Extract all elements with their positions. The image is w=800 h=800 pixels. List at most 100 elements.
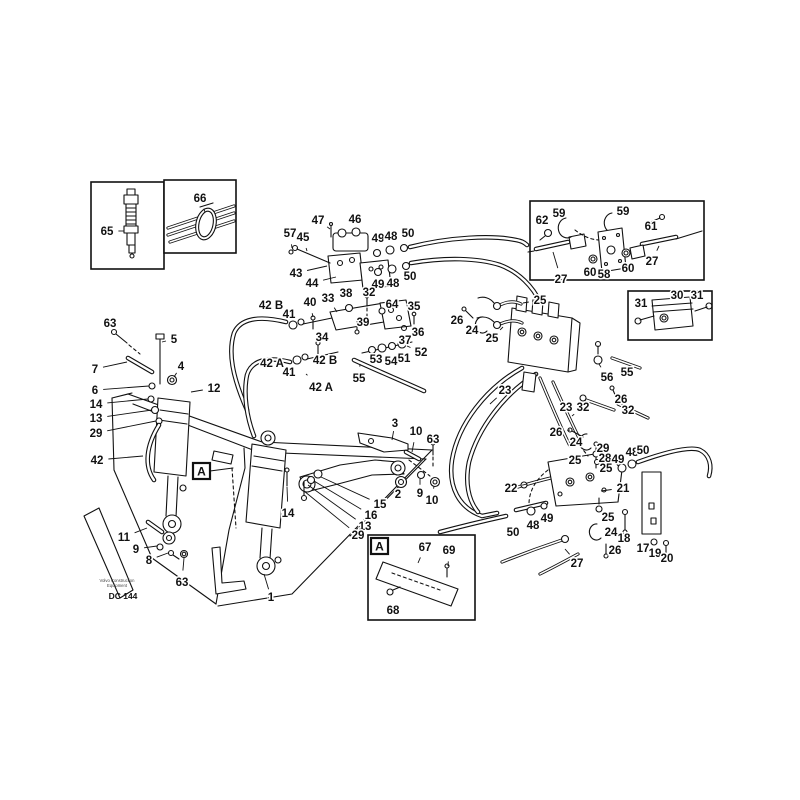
- callout-34: 34: [316, 332, 329, 344]
- inset-hose-fitting-65: [123, 188, 139, 259]
- bucket-tine-right: [211, 546, 247, 595]
- leader-line: [333, 307, 338, 313]
- callout-24: 24: [605, 527, 618, 539]
- callout-66: 66: [194, 193, 207, 205]
- callout-14: 14: [282, 508, 295, 520]
- lever-arm-assembly: [284, 432, 441, 502]
- callout-63: 63: [427, 434, 440, 446]
- callout-63: 63: [176, 577, 189, 589]
- leader-line: [203, 208, 206, 213]
- view-marker-box: [369, 536, 390, 556]
- callout-42A: 42 A: [309, 382, 333, 394]
- leader-line: [144, 545, 158, 549]
- inset-clamp-block-30: [634, 296, 713, 331]
- callout-37: 37: [399, 335, 412, 347]
- callout-10: 10: [426, 495, 439, 507]
- callout-27: 27: [555, 274, 568, 286]
- leader-line: [190, 389, 203, 393]
- leader-line: [263, 573, 270, 590]
- leader-layer: [102, 208, 660, 590]
- callout-35: 35: [408, 301, 421, 313]
- leader-line: [107, 398, 149, 404]
- callout-24: 24: [466, 325, 479, 337]
- callout-58: 58: [598, 269, 611, 281]
- callout-40: 40: [304, 297, 317, 309]
- callout-49: 49: [372, 279, 385, 291]
- leader-line: [313, 480, 362, 510]
- callout-49: 49: [612, 454, 625, 466]
- leader-line: [656, 245, 660, 251]
- callout-28: 28: [599, 453, 612, 465]
- leader-line: [411, 442, 415, 453]
- leader-line: [173, 372, 177, 378]
- callout-31: 31: [635, 298, 648, 310]
- leader-line: [161, 340, 167, 343]
- callout-3: 3: [392, 418, 398, 430]
- leader-line: [571, 413, 575, 417]
- callout-48: 48: [387, 278, 400, 290]
- callout-13: 13: [90, 413, 103, 425]
- callout-15: 15: [374, 499, 387, 511]
- callout-26: 26: [451, 315, 464, 327]
- leader-line: [307, 484, 356, 520]
- manifold-block-43: [327, 252, 364, 284]
- callout-23: 23: [499, 385, 512, 397]
- callout-69: 69: [443, 545, 456, 557]
- bucket-tine-left: [83, 507, 134, 599]
- callout-48: 48: [626, 447, 639, 459]
- callout-5: 5: [171, 334, 178, 346]
- callout-26: 26: [550, 427, 563, 439]
- callout-36: 36: [412, 327, 425, 339]
- callout-32: 32: [622, 405, 635, 417]
- cylinder-right-barrel: [245, 443, 287, 529]
- callout-51: 51: [398, 353, 411, 365]
- main-control-valve-group: [448, 295, 650, 519]
- leader-line: [303, 490, 350, 529]
- callout-25: 25: [569, 455, 582, 467]
- aux-valve-group: [437, 427, 713, 576]
- callout-10: 10: [410, 426, 423, 438]
- callout-42: 42: [91, 455, 104, 467]
- callout-26: 26: [615, 394, 628, 406]
- callout-42B: 42 B: [259, 300, 283, 312]
- valve-46: [332, 232, 369, 252]
- callout-50: 50: [637, 445, 650, 457]
- callout-31: 31: [691, 290, 704, 302]
- callout-64: 64: [386, 299, 399, 311]
- leader-line: [322, 276, 337, 281]
- callout-41: 41: [283, 309, 296, 321]
- callout-60: 60: [584, 267, 597, 279]
- callout-44: 44: [306, 278, 319, 290]
- callout-42B: 42 B: [313, 355, 337, 367]
- callout-46: 46: [349, 214, 362, 226]
- callout-11: 11: [118, 532, 131, 544]
- callout-65: 65: [101, 226, 114, 238]
- view-marker-label: A: [197, 465, 206, 479]
- callout-25: 25: [600, 463, 613, 475]
- callout-25: 25: [602, 512, 615, 524]
- leader-line: [108, 455, 144, 460]
- callout-25: 25: [534, 295, 547, 307]
- callout-43: 43: [290, 268, 303, 280]
- cylinder-hoses: [229, 316, 293, 439]
- leader-line: [291, 244, 293, 249]
- leader-line: [522, 301, 529, 304]
- callout-32: 32: [577, 402, 590, 414]
- top-manifold-group: [288, 221, 543, 305]
- leader-line: [326, 226, 331, 230]
- leader-line: [391, 431, 395, 441]
- leader-line: [307, 265, 328, 271]
- callout-61: 61: [645, 221, 658, 233]
- callout-41: 41: [283, 367, 296, 379]
- callout-29: 29: [90, 428, 103, 440]
- callout-4: 4: [178, 361, 185, 373]
- callout-9: 9: [417, 488, 423, 500]
- leader-line: [103, 385, 150, 390]
- callout-38: 38: [340, 288, 353, 300]
- callout-47: 47: [312, 215, 325, 227]
- leader-line: [417, 557, 421, 564]
- callout-19: 19: [649, 548, 662, 560]
- callout-21: 21: [617, 483, 630, 495]
